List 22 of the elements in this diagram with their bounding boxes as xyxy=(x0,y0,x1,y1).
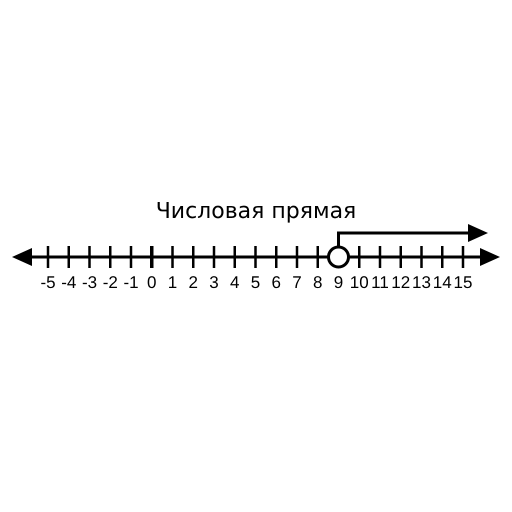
tick-label: 7 xyxy=(292,274,302,291)
tick-label: 11 xyxy=(371,274,389,291)
tick-label: -4 xyxy=(61,274,76,291)
tick-label: -1 xyxy=(123,274,139,291)
title: Числовая прямая xyxy=(156,200,356,224)
tick-label: -3 xyxy=(82,274,98,291)
tick-label: 12 xyxy=(391,274,410,291)
tick-label: 5 xyxy=(250,274,260,291)
tick-label: 2 xyxy=(188,274,198,291)
tick-label: 8 xyxy=(313,274,322,291)
tick-label: 4 xyxy=(230,274,240,291)
tick-label: 14 xyxy=(432,274,452,291)
tick-label: 9 xyxy=(334,274,344,291)
tick-label: -5 xyxy=(40,274,56,291)
tick-label: 1 xyxy=(168,274,178,291)
tick-label: 3 xyxy=(209,274,219,291)
tick-label: 10 xyxy=(350,274,369,291)
tick-label: 13 xyxy=(412,274,431,291)
tick-label: 15 xyxy=(454,274,472,291)
tick-label: 6 xyxy=(272,274,281,291)
tick-label: -2 xyxy=(102,274,118,291)
tick-label: 0 xyxy=(147,274,156,291)
